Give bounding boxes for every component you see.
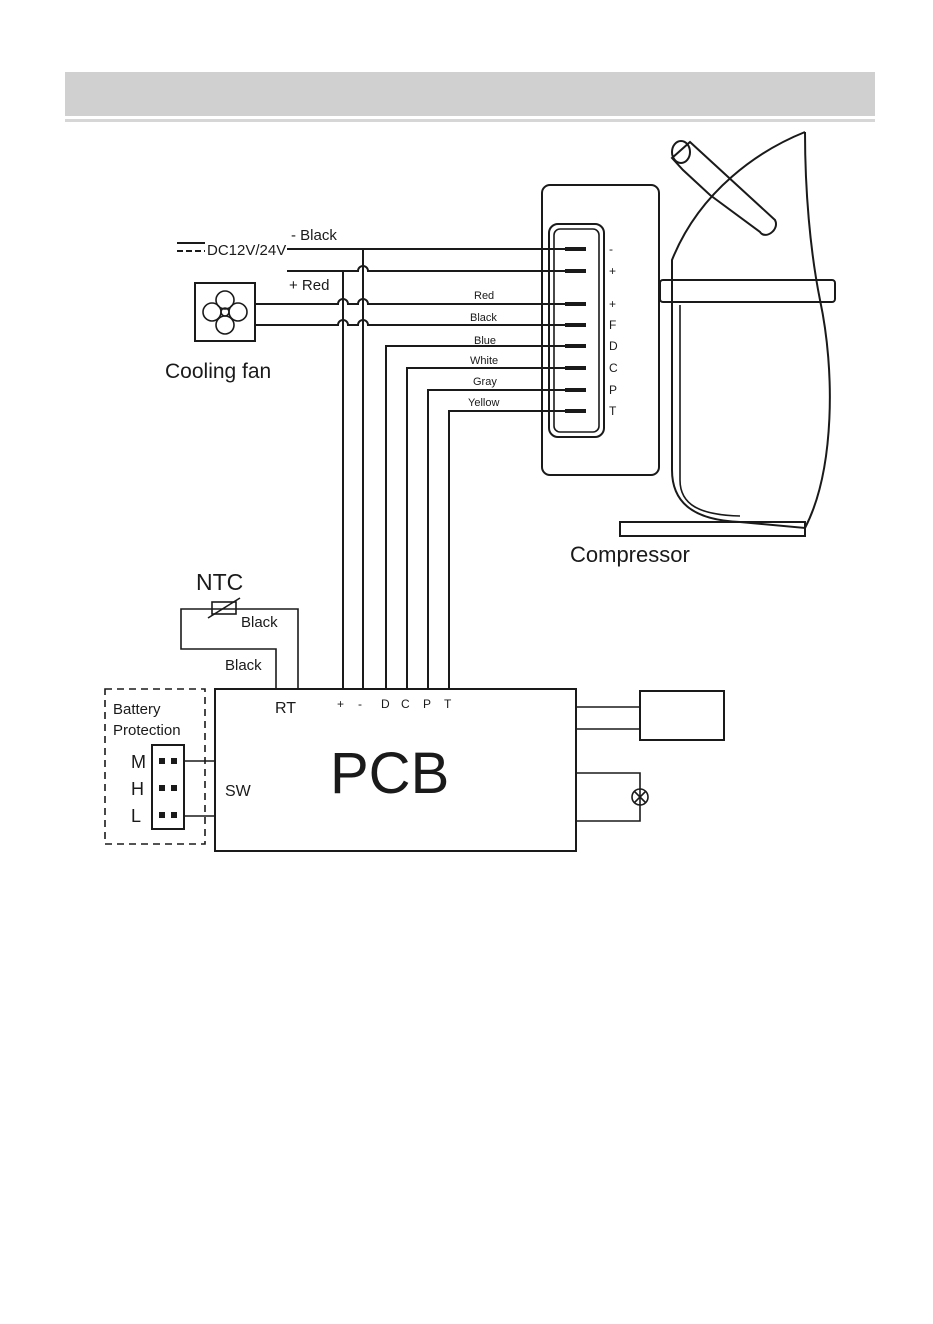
compressor-band: [660, 280, 835, 302]
power-positive-label: + Red: [289, 277, 329, 294]
compressor-body: [672, 132, 830, 528]
fan-blade-left: [203, 303, 221, 321]
wire-yellow-t: [449, 411, 568, 689]
pcb-pin-label: P: [423, 697, 431, 711]
jumper-pin: [171, 758, 177, 764]
terminal-pin: [565, 323, 586, 327]
wire-label-blue: Blue: [474, 335, 496, 347]
battery-level-label: L: [131, 806, 141, 826]
compressor-inner-line: [680, 305, 740, 516]
wire-fan-red: [255, 299, 568, 304]
terminal-pin: [565, 388, 586, 392]
power-source-label: DC12V/24V: [207, 242, 286, 259]
terminal-pin: [565, 409, 586, 413]
jumper-pin: [159, 785, 165, 791]
battery-title-line1: Battery: [113, 701, 161, 718]
terminal-label: +: [609, 297, 616, 311]
jumper-pin: [171, 812, 177, 818]
terminal-pin: [565, 302, 586, 306]
wire-label-white: White: [470, 355, 498, 367]
terminal-label: T: [609, 404, 617, 418]
battery-protection: Battery Protection MHL: [105, 689, 215, 844]
pcb-label: PCB: [330, 741, 449, 806]
ntc-sensor: NTC Black Black: [181, 569, 298, 689]
terminal-pin: [565, 344, 586, 348]
cooling-fan: Cooling fan: [165, 283, 271, 383]
jumper-pin: [159, 758, 165, 764]
terminal-label: +: [609, 264, 616, 278]
power-negative-label: - Black: [291, 227, 337, 244]
wire-white-c: [407, 368, 568, 689]
wire-power-positive: [287, 266, 568, 271]
pcb-rt-label: RT: [275, 700, 296, 717]
terminal-label: C: [609, 361, 618, 375]
compressor-pipe-end: [672, 141, 690, 163]
wire-label-fan-red: Red: [474, 290, 494, 302]
ntc-label: NTC: [196, 569, 243, 595]
wire-label-gray: Gray: [473, 376, 497, 388]
battery-level-label: H: [131, 779, 144, 799]
wire-fan-black: [255, 320, 568, 325]
terminal-block-inner: [554, 229, 599, 432]
compressor-label: Compressor: [570, 542, 690, 567]
pcb-pin-label: D: [381, 697, 390, 711]
battery-level-label: M: [131, 752, 146, 772]
wire-label-fan-black: Black: [470, 312, 497, 324]
terminal-pin: [565, 247, 586, 251]
ntc-loop: [181, 609, 298, 689]
wires: [255, 249, 568, 689]
pcb-pin-label: C: [401, 697, 410, 711]
jumper-pin: [171, 785, 177, 791]
lamp-circuit: [576, 773, 640, 821]
jumper-pin: [159, 812, 165, 818]
pcb-sw-label: SW: [225, 783, 252, 800]
ntc-wire-top-label: Black: [241, 614, 278, 631]
wire-labels: Red Black Blue White Gray Yellow: [468, 290, 499, 409]
pcb-pin-label: +: [337, 697, 344, 711]
output-box: [640, 691, 724, 740]
compressor-base: [620, 522, 805, 536]
terminal-label: P: [609, 383, 617, 397]
jumper-block: [152, 745, 184, 829]
ntc-wire-bottom-label: Black: [225, 657, 262, 674]
fan-label: Cooling fan: [165, 360, 271, 383]
ntc-thermistor-slash: [208, 598, 240, 618]
fan-blade-right: [229, 303, 247, 321]
battery-title-line2: Protection: [113, 722, 181, 739]
pcb-pin-label: T: [444, 697, 452, 711]
pcb-pin-label: -: [358, 697, 362, 711]
terminal-label: F: [609, 318, 616, 332]
terminal-pin: [565, 269, 586, 273]
terminal-block-outer: [549, 224, 604, 437]
terminal-pin: [565, 366, 586, 370]
terminal-label: D: [609, 339, 618, 353]
terminal-label: -: [609, 242, 613, 256]
wire-label-yellow: Yellow: [468, 397, 499, 409]
